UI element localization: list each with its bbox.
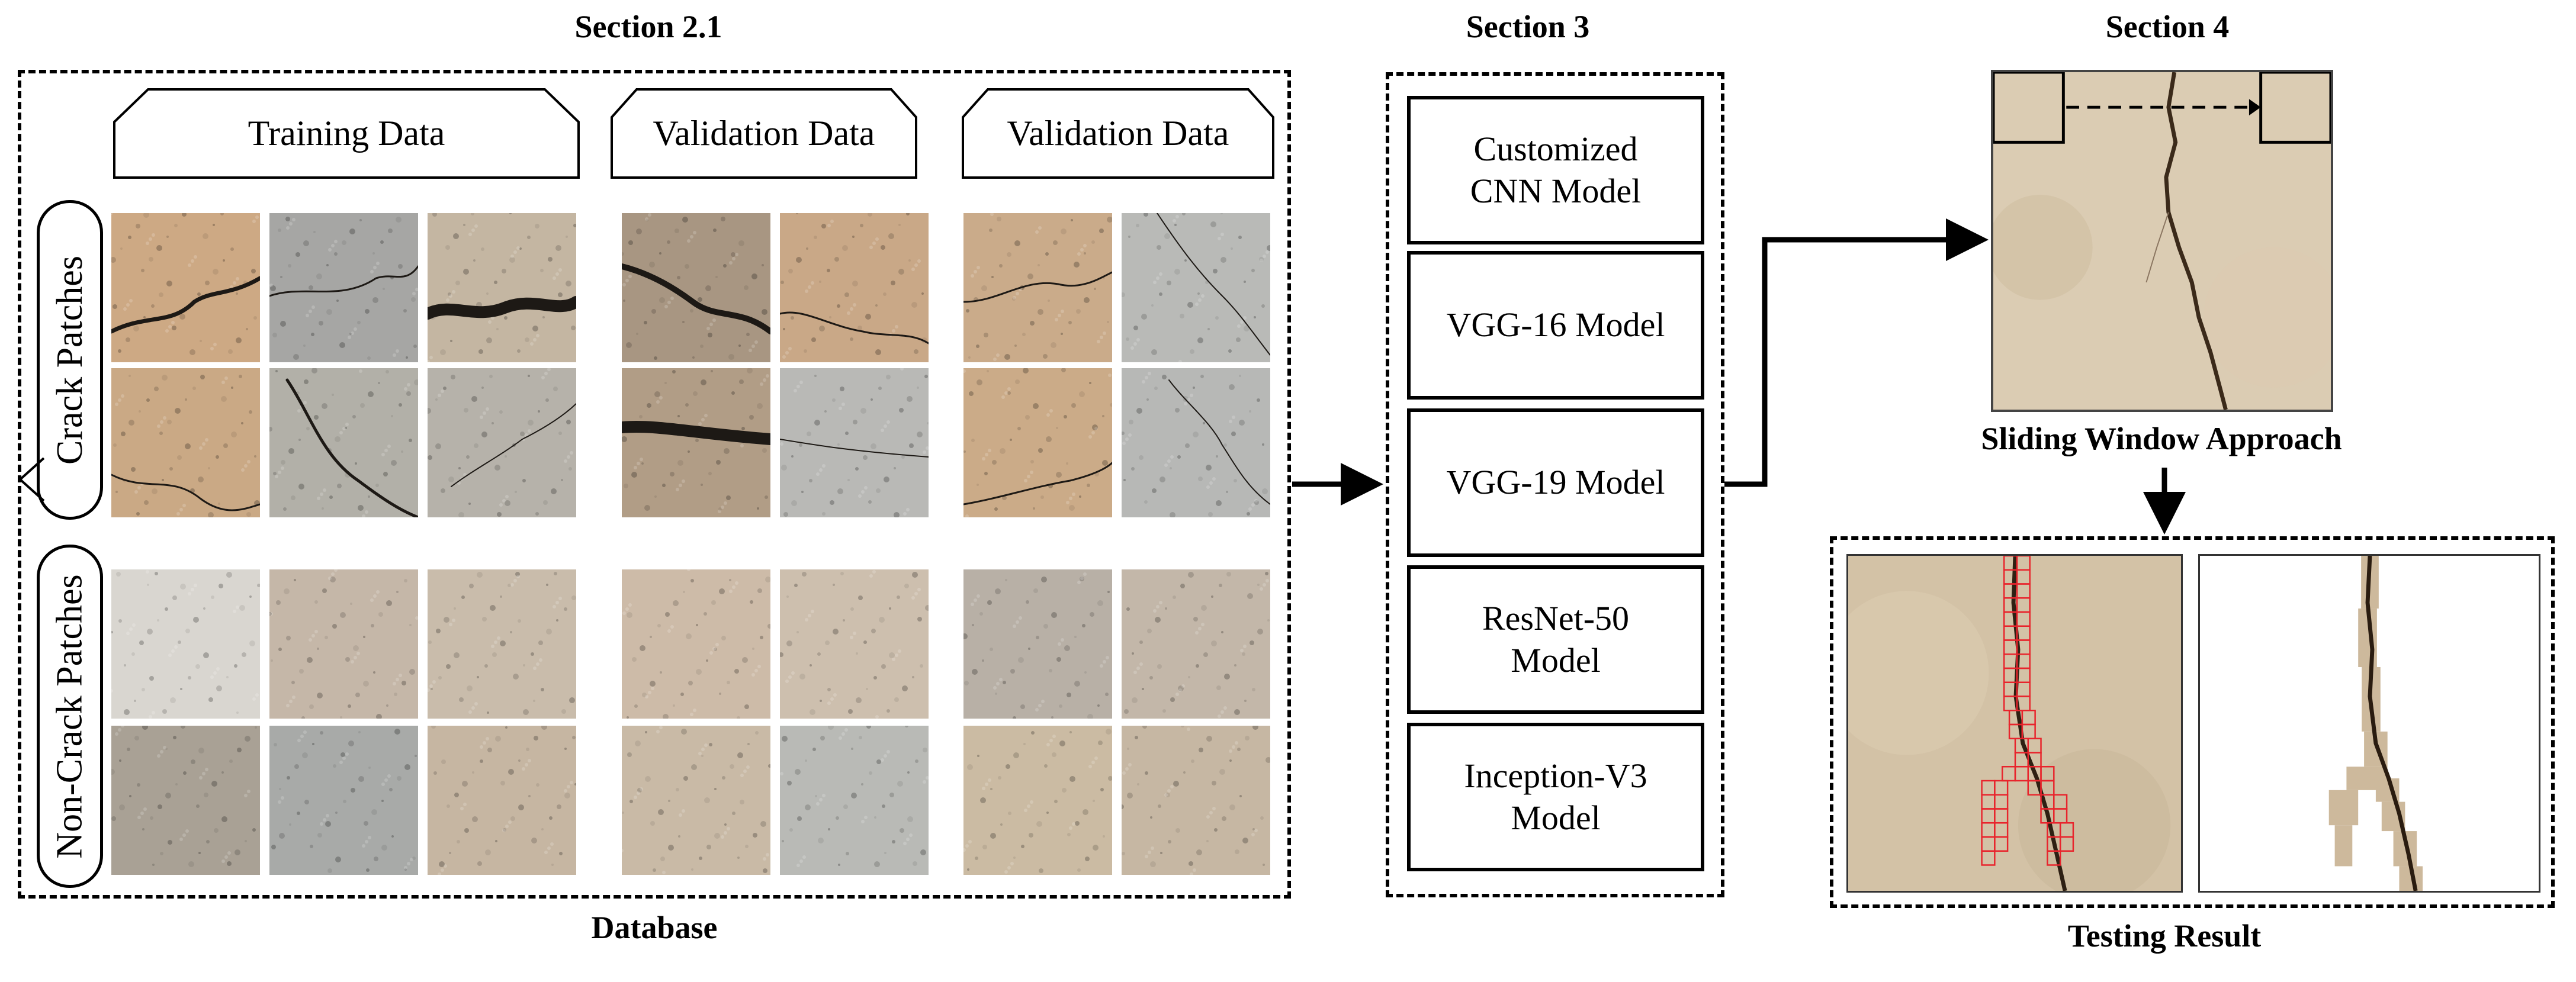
tab-validation-data-2: Validation Data xyxy=(961,88,1275,179)
non-crack-patch-image xyxy=(963,569,1112,719)
non-crack-patch-image xyxy=(1122,569,1270,719)
non-crack-patch-image xyxy=(269,569,418,719)
model-label: Inception-V3 Model xyxy=(1464,756,1647,837)
detection-box xyxy=(2047,850,2061,866)
model-label: ResNet-50 Model xyxy=(1482,598,1630,680)
crack-patch-image xyxy=(963,368,1112,517)
database-container xyxy=(18,70,1291,899)
crack-patch-image xyxy=(428,368,576,517)
crack-patch-image xyxy=(428,213,576,362)
testing-result-mask-image xyxy=(2198,554,2540,893)
model-label: VGG-16 Model xyxy=(1446,305,1665,344)
crack-patch-image xyxy=(780,368,929,517)
non-crack-patch-image xyxy=(1122,726,1270,875)
non-crack-patch-image xyxy=(780,569,929,719)
testing-result-container xyxy=(1830,536,2555,908)
crack-patch-image xyxy=(269,213,418,362)
model-box: VGG-19 Model xyxy=(1407,408,1704,557)
detection-box xyxy=(2059,836,2074,852)
model-box: VGG-16 Model xyxy=(1407,251,1704,400)
crack-patch-image xyxy=(1122,368,1270,517)
model-label: VGG-19 Model xyxy=(1446,463,1665,502)
crack-patches-label: Crack Patches xyxy=(37,200,103,520)
testing-result-detection-image xyxy=(1846,554,2183,893)
tab-label: Validation Data xyxy=(653,114,875,153)
section-4-title: Section 4 xyxy=(2105,9,2230,44)
model-label: Customized CNN Model xyxy=(1470,129,1642,210)
tab-label: Validation Data xyxy=(1007,114,1229,153)
non-crack-patch-image xyxy=(428,726,576,875)
sliding-window-caption: Sliding Window Approach xyxy=(1981,421,2342,456)
non-crack-patch-image xyxy=(622,569,770,719)
crack-patch-image xyxy=(111,368,260,517)
crack-patch-image xyxy=(622,213,770,362)
non-crack-patch-image xyxy=(428,569,576,719)
crack-patch-image xyxy=(622,368,770,517)
non-crack-patch-image xyxy=(111,569,260,719)
crack-patch-image xyxy=(963,213,1112,362)
models-container xyxy=(1386,72,1724,897)
non-crack-patch-image xyxy=(963,726,1112,875)
non-crack-patch-image xyxy=(622,726,770,875)
section-3-title: Section 3 xyxy=(1466,9,1590,44)
model-box: Customized CNN Model xyxy=(1407,96,1704,244)
model-box: ResNet-50 Model xyxy=(1407,565,1704,714)
tab-training-data: Training Data xyxy=(113,88,580,179)
label-pointer-icon xyxy=(18,457,45,502)
non-crack-patch-image xyxy=(269,726,418,875)
crack-patches-text: Crack Patches xyxy=(49,255,90,465)
crack-patch-image xyxy=(269,368,418,517)
detection-box xyxy=(1981,850,1996,866)
sliding-window-image xyxy=(1991,70,2333,412)
crack-patch-image xyxy=(1122,213,1270,362)
detection-box xyxy=(1994,836,2009,852)
non-crack-patches-text: Non-Crack Patches xyxy=(49,574,90,859)
database-caption: Database xyxy=(591,910,718,945)
crack-patch-image xyxy=(111,213,260,362)
model-box: Inception-V3 Model xyxy=(1407,723,1704,871)
tab-label: Training Data xyxy=(248,114,445,153)
tab-validation-data-1: Validation Data xyxy=(610,88,918,179)
non-crack-patch-image xyxy=(111,726,260,875)
non-crack-patches-label: Non-Crack Patches xyxy=(37,545,103,888)
crack-patch-image xyxy=(780,213,929,362)
section-2-1-title: Section 2.1 xyxy=(574,9,722,44)
testing-result-caption: Testing Result xyxy=(2067,918,2262,954)
non-crack-patch-image xyxy=(780,726,929,875)
